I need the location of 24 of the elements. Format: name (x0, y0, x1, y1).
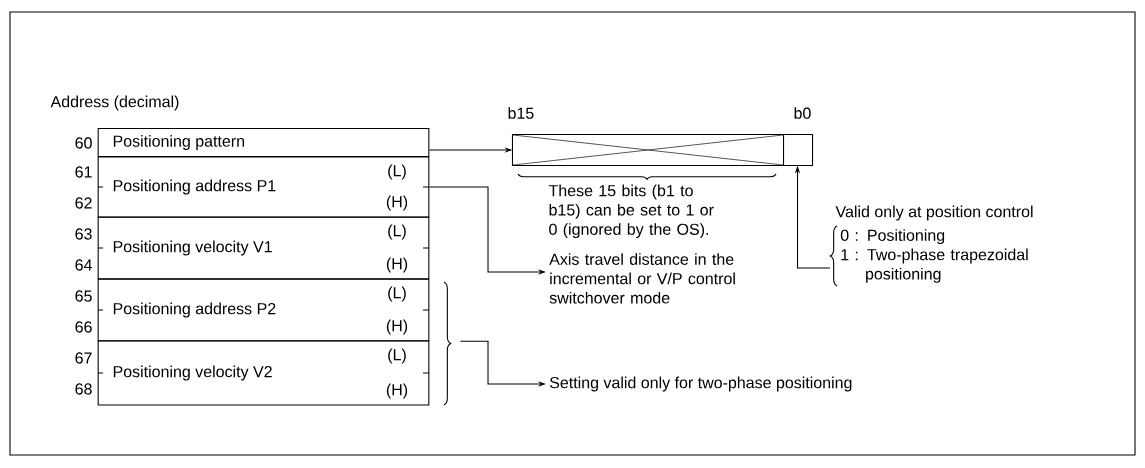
note-text: Setting valid only for two-phase positioning (549, 376, 852, 392)
bit-field-box (511, 133, 785, 167)
table-row: Positioning pattern (97, 127, 430, 158)
address-number: 64 (75, 259, 92, 271)
note-text: These 15 bits (b1 to b15) can be set to 1 or 0 (ignored by the OS). (548, 184, 714, 239)
table-row: Positioning velocity V2 (L) (H) (97, 340, 430, 406)
address-number: 60 (75, 137, 92, 149)
bit-box (781, 133, 814, 167)
address-number: 66 (75, 321, 92, 333)
address-number: 65 (75, 290, 92, 302)
address-number: 61 (75, 166, 92, 178)
table-row: Positioning address P1 (L) (H) (97, 156, 430, 218)
bit-label: b15 (508, 107, 534, 119)
note-text: Valid only at position control (835, 205, 1033, 221)
bit-label: b0 (794, 107, 811, 119)
note-text: Axis travel distance in the incremental or V/P control switchover mode (549, 253, 735, 304)
address-number: 63 (75, 228, 92, 240)
option-list: 0 : Positioning 1 : Two-phase trapezoidal positioning (829, 225, 1028, 287)
table-row: Positioning address P2 (L) (H) (97, 278, 430, 342)
table-row: Positioning velocity V1 (L) (H) (97, 216, 430, 280)
address-number: 68 (75, 383, 92, 395)
axis-title: Address (decimal) (50, 95, 179, 111)
address-number: 62 (75, 197, 92, 209)
address-number: 67 (75, 352, 92, 364)
